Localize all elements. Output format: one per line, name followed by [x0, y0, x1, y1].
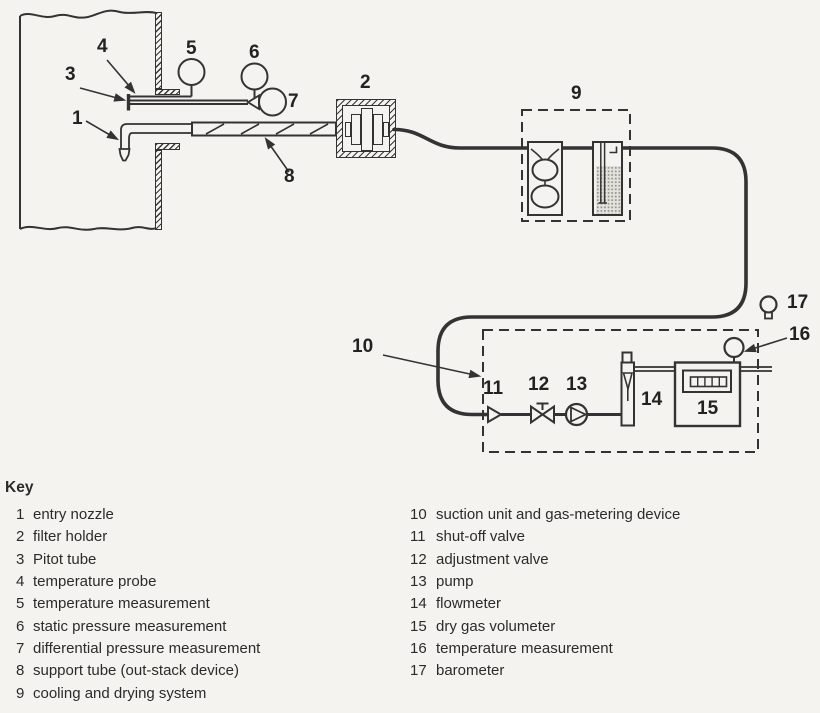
filter-stub-right [382, 121, 389, 137]
sampling-line-tube [392, 127, 748, 417]
callout-4: 4 [97, 36, 108, 57]
callout-12: 12 [528, 374, 550, 395]
filter-flange-right [372, 113, 383, 145]
filter-holder [336, 99, 396, 158]
differential-pressure-gauge-icon [258, 87, 287, 117]
key-title: Key [5, 479, 34, 496]
stack-wall-upper-flange [155, 88, 180, 95]
shutoff-valve-icon [487, 405, 531, 424]
drying-tower-inlet-overlay [598, 142, 607, 204]
callout-14: 14 [641, 389, 663, 410]
torn-edge-bottom [19, 225, 157, 231]
callout-6: 6 [249, 42, 260, 63]
callout-1: 1 [72, 108, 83, 129]
temperature-probe [130, 58, 206, 98]
callout-9: 9 [571, 83, 582, 104]
entry-nozzle [118, 123, 192, 162]
stack-wall-outline [19, 9, 157, 231]
drying-tower-inlet-tube [598, 142, 607, 204]
meter-connecting-line [634, 366, 675, 372]
temperature-gauge-icon [177, 58, 206, 86]
pitot-tube [126, 62, 287, 117]
callout-5: 5 [186, 38, 197, 59]
dry-gas-volumeter [673, 361, 742, 428]
callout-16: 16 [789, 324, 811, 345]
desiccant-fill [595, 165, 621, 214]
filter-flange-left [350, 113, 361, 145]
support-tube [191, 121, 337, 137]
filter-cartridge [360, 108, 373, 151]
barometer-icon [759, 295, 778, 320]
static-pressure-gauge-icon [240, 62, 269, 91]
callout-13: 13 [566, 374, 588, 395]
callout-7: 7 [288, 91, 299, 112]
dashed-box-9 [521, 109, 631, 222]
callout-3: 3 [65, 64, 76, 85]
flowmeter-icon [620, 351, 635, 427]
stack-wall-lower [155, 149, 162, 230]
torn-edge-top [19, 9, 157, 19]
callout-10: 10 [352, 336, 374, 357]
callout-15: 15 [697, 398, 719, 419]
dashed-box-10 [482, 329, 759, 453]
callout-2: 2 [360, 72, 371, 93]
callout-17: 17 [787, 292, 809, 313]
filter-stub-left [344, 121, 351, 137]
leader-arrows [79, 59, 788, 379]
counter-display [689, 376, 728, 388]
stack-wall-lower-flange [155, 143, 180, 150]
callout-8: 8 [284, 166, 295, 187]
exhaust-line [740, 366, 772, 372]
diagram-linework [19, 9, 788, 453]
pump-icon [564, 402, 621, 427]
adjustment-valve-icon [530, 402, 566, 425]
callout-11: 11 [483, 378, 504, 399]
thermometer-icon [723, 336, 745, 363]
